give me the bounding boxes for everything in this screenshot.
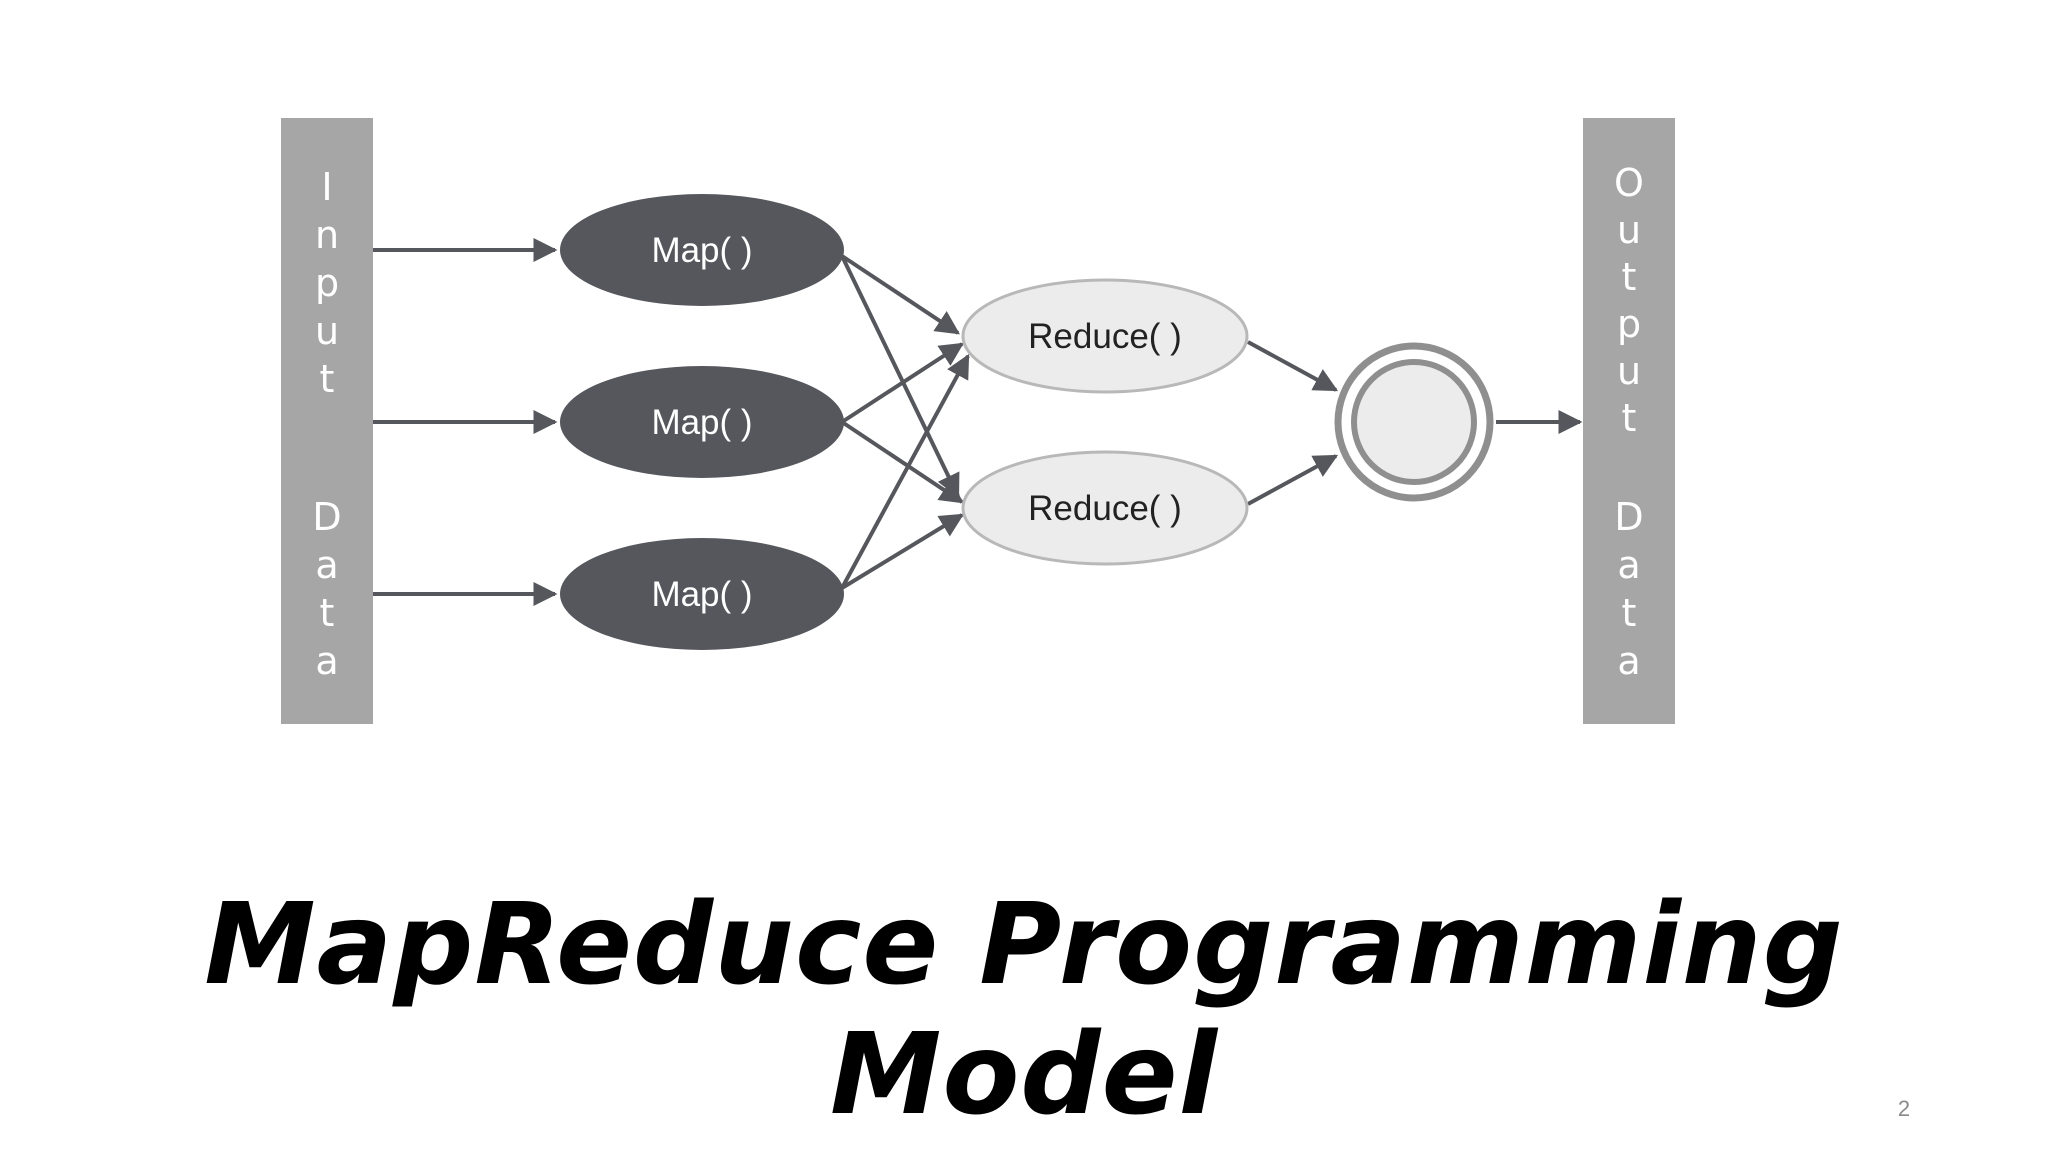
map-node-3: Map( ) [560,538,844,650]
arrow-map3-reduce1 [840,353,970,589]
arrow-map2-reduce1 [840,342,965,424]
reduce-node-1-label: Reduce( ) [1028,317,1182,356]
arrow-map2-reduce2 [840,420,964,504]
map-to-reduce-arrows [840,254,970,590]
map-node-1: Map( ) [560,194,844,306]
map-node-2-label: Map( ) [651,403,752,442]
map-node-1-label: Map( ) [651,231,752,270]
slide-title: MapReduce Programming Model [204,880,1844,1140]
arrow-reduce2-output [1247,454,1339,506]
arrow-map3-reduce2 [840,513,965,590]
page-number: 2 [1897,1096,1911,1121]
reduce-node-2: Reduce( ) [961,450,1249,566]
input-to-map-arrows [373,238,558,606]
reduce-node-2-label: Reduce( ) [1028,489,1182,528]
map-node-3-label: Map( ) [651,575,752,614]
reduce-to-output-arrows [1247,340,1583,506]
arrow-map1-reduce2 [840,255,960,499]
arrow-reduce1-output [1247,340,1339,392]
reduce-node-1: Reduce( ) [961,278,1249,394]
map-node-2: Map( ) [560,366,844,478]
arrow-map1-reduce1 [840,254,960,335]
output-node [1334,342,1494,502]
